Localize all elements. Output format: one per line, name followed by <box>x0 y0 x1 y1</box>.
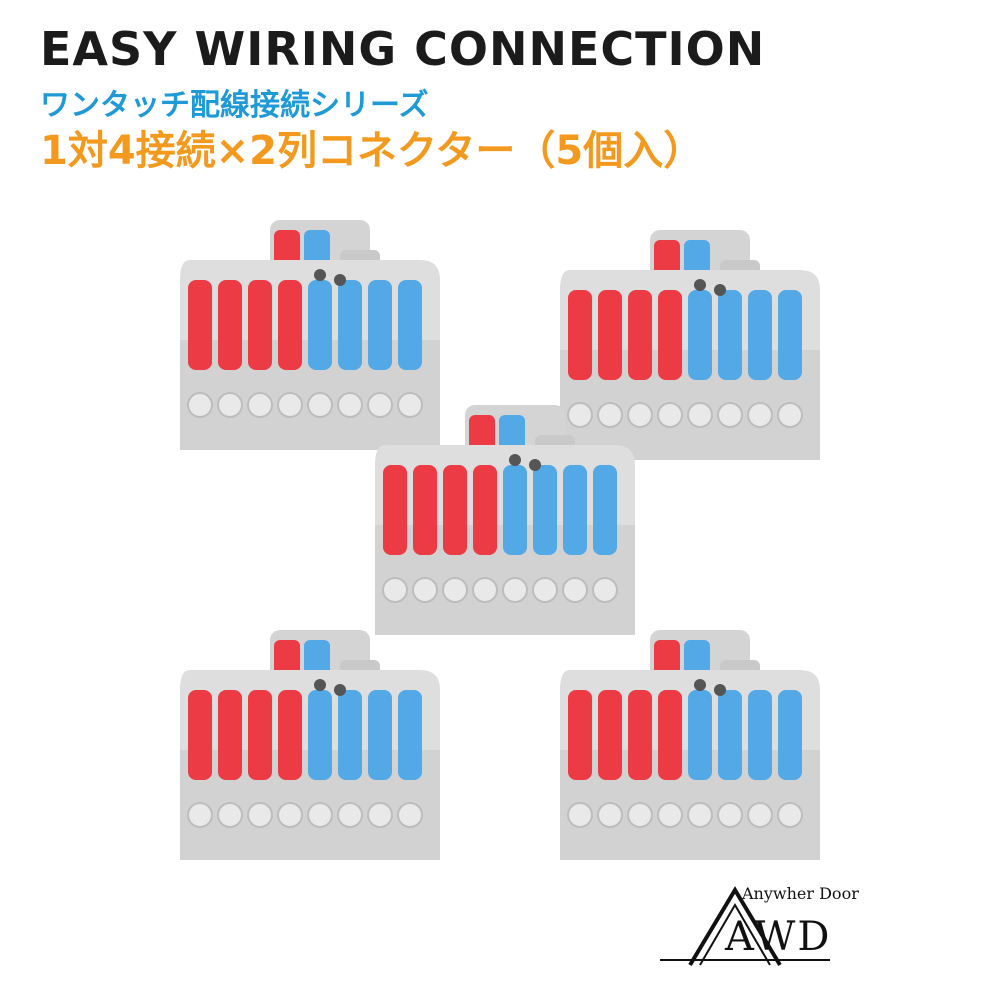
brand-logo <box>660 886 830 967</box>
page-title: EASY WIRING CONNECTION <box>40 22 766 76</box>
connector-image-bottom-left <box>180 630 441 861</box>
connector-image-bottom-right <box>560 630 821 861</box>
brand-logo-text: AWD <box>725 914 832 960</box>
brand-tagline: Anywher Door <box>742 884 859 903</box>
series-subtitle: ワンタッチ配線接続シリーズ <box>40 88 429 123</box>
connector-image-center <box>375 405 636 636</box>
product-description: 1対4接続×2列コネクター（5個入） <box>40 128 704 174</box>
